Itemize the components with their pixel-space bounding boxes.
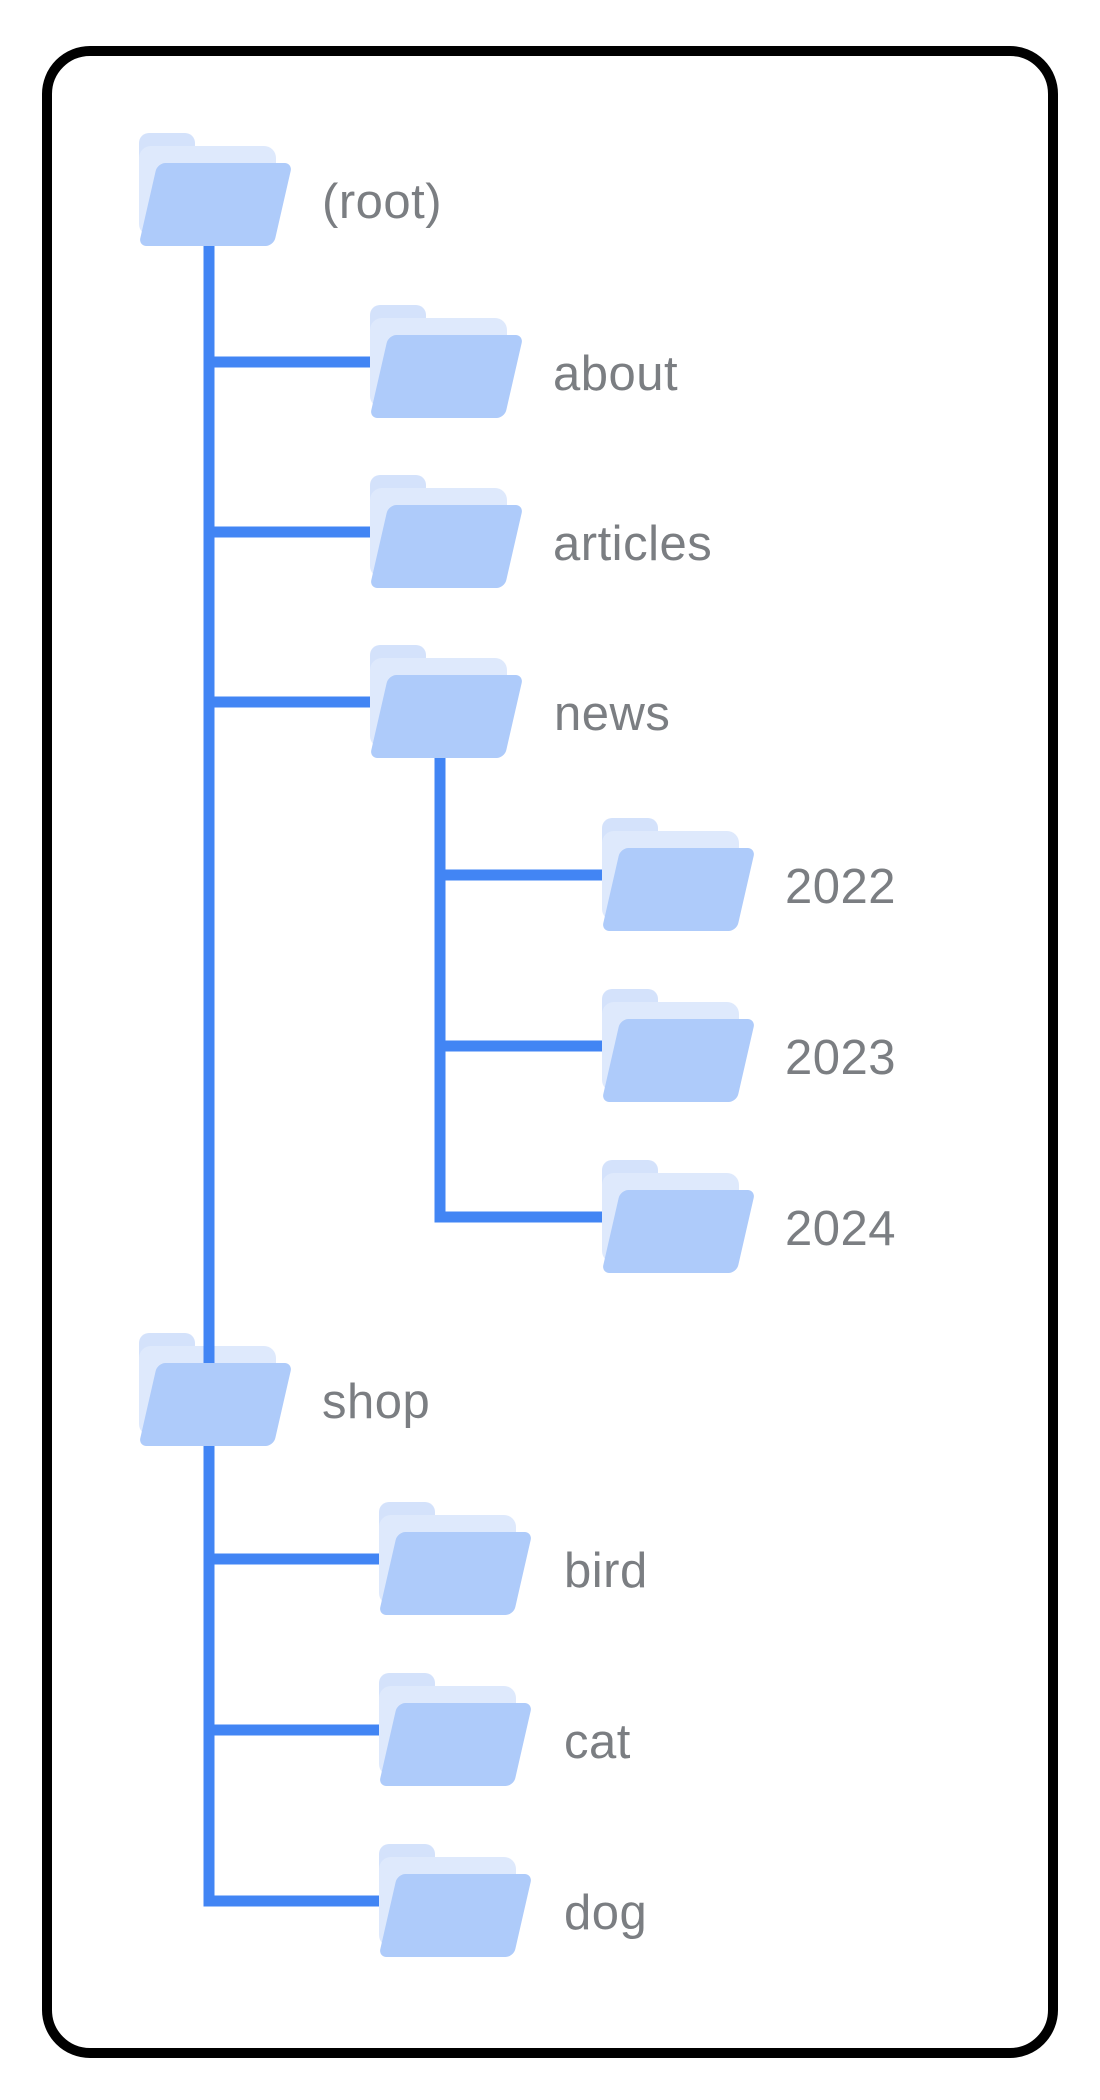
folder-label-root: (root) bbox=[322, 175, 442, 229]
folder-front bbox=[603, 1190, 754, 1273]
folder-icon-2024 bbox=[602, 1160, 754, 1273]
folder-front bbox=[380, 1532, 531, 1615]
folder-label-bird: bird bbox=[564, 1544, 648, 1598]
folder-label-articles: articles bbox=[553, 517, 712, 571]
folder-label-about: about bbox=[553, 347, 678, 401]
folder-label-2023: 2023 bbox=[785, 1031, 896, 1085]
folder-label-2024: 2024 bbox=[785, 1202, 896, 1256]
folder-label-dog: dog bbox=[564, 1886, 647, 1940]
folder-icon-root bbox=[139, 133, 291, 246]
folder-icon-cat bbox=[379, 1673, 531, 1786]
folder-front bbox=[380, 1874, 531, 1957]
folder-icon-articles bbox=[370, 475, 522, 588]
folder-label-shop: shop bbox=[322, 1375, 430, 1429]
folder-front bbox=[603, 848, 754, 931]
tree-connectors bbox=[203, 243, 610, 1907]
folder-label-2022: 2022 bbox=[785, 860, 896, 914]
folder-icon-2022 bbox=[602, 818, 754, 931]
folder-front bbox=[371, 675, 522, 758]
folder-icon-news bbox=[370, 645, 522, 758]
folder-icon-about bbox=[370, 305, 522, 418]
folder-front bbox=[371, 505, 522, 588]
folder-front bbox=[380, 1703, 531, 1786]
folder-icon-2023 bbox=[602, 989, 754, 1102]
folder-icon-dog bbox=[379, 1844, 531, 1957]
folder-label-cat: cat bbox=[564, 1715, 631, 1769]
folder-icon-bird bbox=[379, 1502, 531, 1615]
folder-front bbox=[371, 335, 522, 418]
folder-label-news: news bbox=[554, 687, 670, 741]
folder-front bbox=[140, 163, 291, 246]
folder-front bbox=[603, 1019, 754, 1102]
folder-front-shop bbox=[140, 1363, 291, 1446]
